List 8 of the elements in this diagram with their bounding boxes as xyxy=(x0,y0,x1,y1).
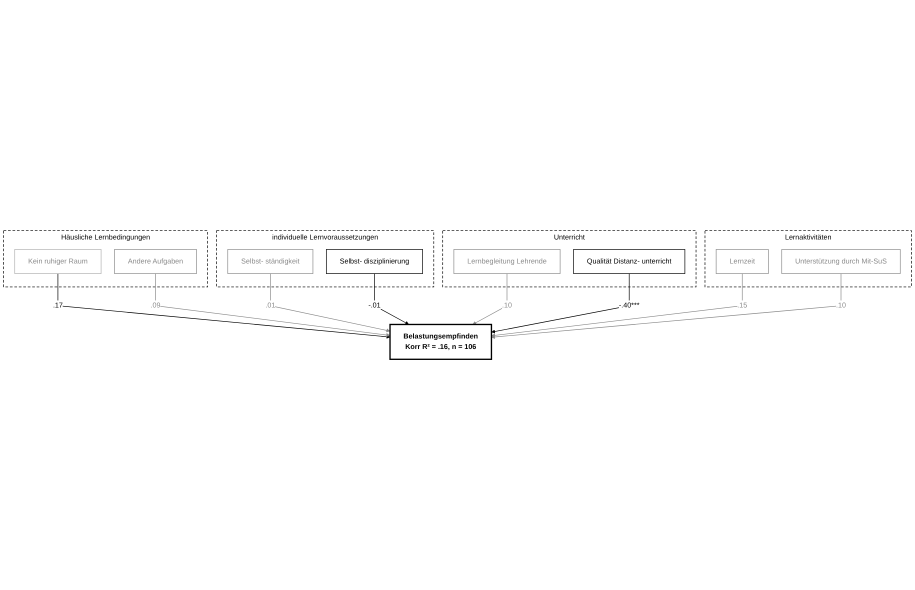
arrow xyxy=(491,273,743,338)
arrow xyxy=(58,273,390,339)
arrow xyxy=(491,273,630,334)
arrow xyxy=(270,273,390,332)
arrow xyxy=(472,273,508,325)
arrow xyxy=(491,273,842,339)
arrow xyxy=(155,273,390,337)
arrow xyxy=(374,273,409,325)
